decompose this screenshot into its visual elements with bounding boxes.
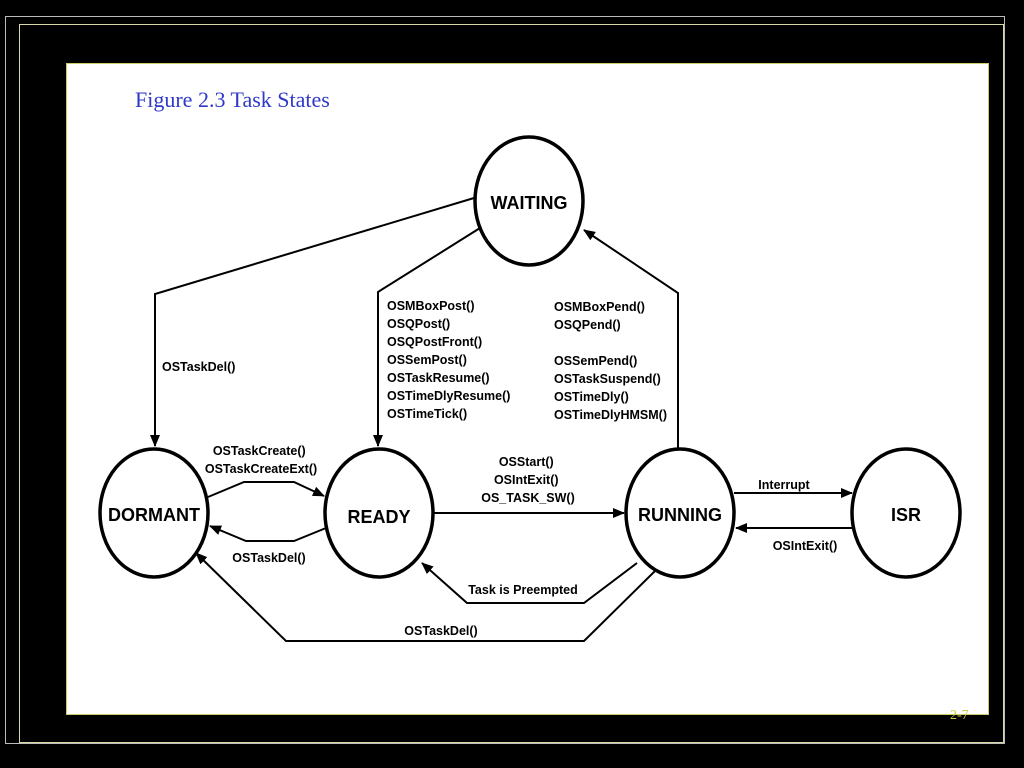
- arrow-ready-to-dormant: [209, 525, 327, 542]
- arrow-waiting-to-dormant: [150, 197, 475, 447]
- label-running-to-ready: Task is Preempted: [468, 583, 578, 597]
- figure-title: Figure 2.3 Task States: [135, 87, 330, 112]
- arrow-running-to-ready: [421, 562, 638, 604]
- arrow-running-to-dormant: [195, 552, 656, 642]
- label-ready-to-dormant: OSTaskDel(): [232, 551, 305, 565]
- state-label-ready: READY: [347, 507, 410, 527]
- state-waiting: [473, 135, 585, 267]
- arrow-running-to-waiting: [583, 229, 679, 450]
- arrow-waiting-to-ready: [373, 227, 481, 447]
- label-waiting-to-ready: OSMBoxPost() OSQPost() OSQPostFront() OS…: [387, 299, 514, 421]
- label-isr-to-running: OSIntExit(): [773, 539, 838, 553]
- state-label-waiting: WAITING: [491, 193, 568, 213]
- state-dormant: [98, 447, 210, 579]
- state-isr: [850, 447, 962, 579]
- label-running-to-waiting-b: OSSemPend() OSTaskSuspend() OSTimeDly() …: [554, 354, 667, 422]
- state-label-dormant: DORMANT: [108, 505, 200, 525]
- label-ready-to-running: OSStart() OSIntExit() OS_TASK_SW(): [481, 455, 575, 505]
- label-running-to-waiting-a: OSMBoxPend() OSQPend(): [554, 300, 648, 332]
- label-running-to-dormant: OSTaskDel(): [404, 624, 477, 638]
- label-dormant-to-ready: OSTaskCreate() OSTaskCreateExt(): [205, 444, 317, 476]
- arrow-dormant-to-ready: [207, 481, 325, 498]
- state-ready: [323, 447, 435, 579]
- state-running: [624, 447, 736, 579]
- inner-frame: [19, 24, 1004, 743]
- label-waiting-to-dormant: OSTaskDel(): [162, 360, 235, 374]
- state-label-isr: ISR: [891, 505, 921, 525]
- label-running-to-isr: Interrupt: [758, 478, 810, 492]
- state-label-running: RUNNING: [638, 505, 722, 525]
- outer-frame: [5, 16, 1005, 744]
- page-number: 2-7: [950, 708, 969, 723]
